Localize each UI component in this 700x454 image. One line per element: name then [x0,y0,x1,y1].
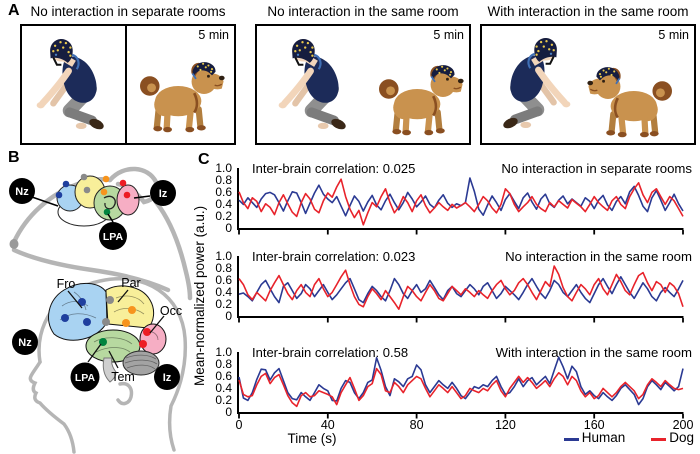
dog-brain-regions [56,175,140,227]
y-tick-label: 0.4 [215,285,232,299]
condition-box: 5 min [480,24,696,145]
duration-label: 5 min [433,28,464,42]
panel-b-label: B [8,149,20,166]
plot-3 [237,352,684,419]
region-pointer-lines [67,289,165,369]
room-divider [125,26,127,143]
x-axis-label: Time (s) [287,431,337,446]
person-illustration [271,33,361,136]
condition-title: With interaction in the same room [487,4,689,19]
person-illustration [488,32,578,135]
human-iz-label: Iz [163,372,172,384]
y-tick-label: 0.2 [215,209,232,223]
y-tick-label: 0.2 [215,393,232,407]
condition-separate-rooms: No interaction in separate rooms 5 min [20,4,236,145]
plot-1-condition: No interaction in separate rooms [501,161,692,176]
dog-iz-marker [150,180,176,206]
y-tick-label: 1.0 [215,161,232,175]
legend: Human Dog [563,430,694,445]
frontal-label: Fro [57,277,76,291]
occipital-label: Occ [160,304,182,318]
human-nz-marker [12,329,38,355]
x-tick-label: 0 [235,418,243,432]
plot-2 [237,256,684,323]
dog-nz-label: Nz [15,186,29,198]
dog-iz-label: Iz [159,188,168,200]
legend-line-human-icon [563,438,579,441]
dog-illustration [134,54,226,134]
parietal-label: Par [121,276,140,290]
y-tick-label: 0.6 [215,185,232,199]
y-tick-label: 1.0 [215,249,232,263]
plot-2-title: Inter-brain correlation: 0.023 [252,249,416,264]
y-tick-label: 0.4 [215,197,232,211]
plot-3-line-dog [238,367,684,408]
y-tick-label: 1.0 [215,345,232,359]
y-tick-label: 0.4 [215,381,232,395]
temporal-label: Tem [111,370,135,384]
plot-1-title: Inter-brain correlation: 0.025 [252,161,416,176]
plot-2-line-dog [238,265,684,311]
y-tick-label: 0.8 [215,357,232,371]
condition-same-room-no-interaction: No interaction in the same room 5 min [255,4,471,145]
plot-3-title: Inter-brain correlation: 0.58 [252,345,409,360]
legend-label-dog: Dog [669,430,694,445]
plot-2-line-human [238,275,684,304]
human-head-diagram: Fro Par Occ Tem Nz Iz LPA [12,276,188,454]
y-tick-label: 0 [225,221,232,235]
x-tick-label: 200 [672,418,694,432]
condition-box: 5 min [255,24,471,145]
panel-a-label: A [8,2,20,19]
condition-title: No interaction in the same room [267,4,459,19]
human-lpa-marker [70,362,100,392]
y-tick-label: 0 [225,309,232,323]
plot-3-condition: With interaction in the same room [495,345,692,360]
y-tick-label: 0 [225,405,232,419]
legend-item-dog: Dog [651,430,694,445]
y-tick-label: 0.8 [215,261,232,275]
human-iz-marker [154,364,180,390]
condition-box: 5 min [20,24,236,145]
dog-lpa-label: LPA [103,231,124,243]
dog-illustration [586,59,678,139]
human-nz-label: Nz [18,337,32,349]
y-tick-label: 0.6 [215,369,232,383]
dog-head-diagram: Nz Iz LPA [9,166,193,301]
plot-2-condition: No interaction in the same room [505,249,692,264]
condition-title: No interaction in separate rooms [30,4,226,19]
landmark-pointer-lines [31,195,151,223]
dog-lpa-marker [99,222,127,250]
x-tick-label: 160 [583,418,605,432]
duration-label: 5 min [198,28,229,42]
legend-line-dog-icon [651,438,667,441]
dog-nose [9,239,19,249]
dog-nz-marker [9,178,35,204]
panel-c-label: C [198,151,210,168]
legend-item-human: Human [563,430,626,445]
y-tick-label: 0.8 [215,173,232,187]
person-illustration [29,33,119,136]
human-lpa-label: LPA [75,372,96,384]
y-tick-label: 0.2 [215,297,232,311]
dog-illustration [373,57,465,137]
x-tick-label: 40 [320,418,335,432]
condition-same-room-interaction: With interaction in the same room 5 min [480,4,696,145]
x-tick-label: 120 [494,418,516,432]
gyri-texture [59,291,159,370]
plot-1 [237,168,684,235]
x-tick-label: 80 [409,418,424,432]
plot-1-line-dog [238,178,684,226]
duration-label: 5 min [658,28,689,42]
legend-label-human: Human [581,430,626,445]
y-tick-label: 0.6 [215,273,232,287]
